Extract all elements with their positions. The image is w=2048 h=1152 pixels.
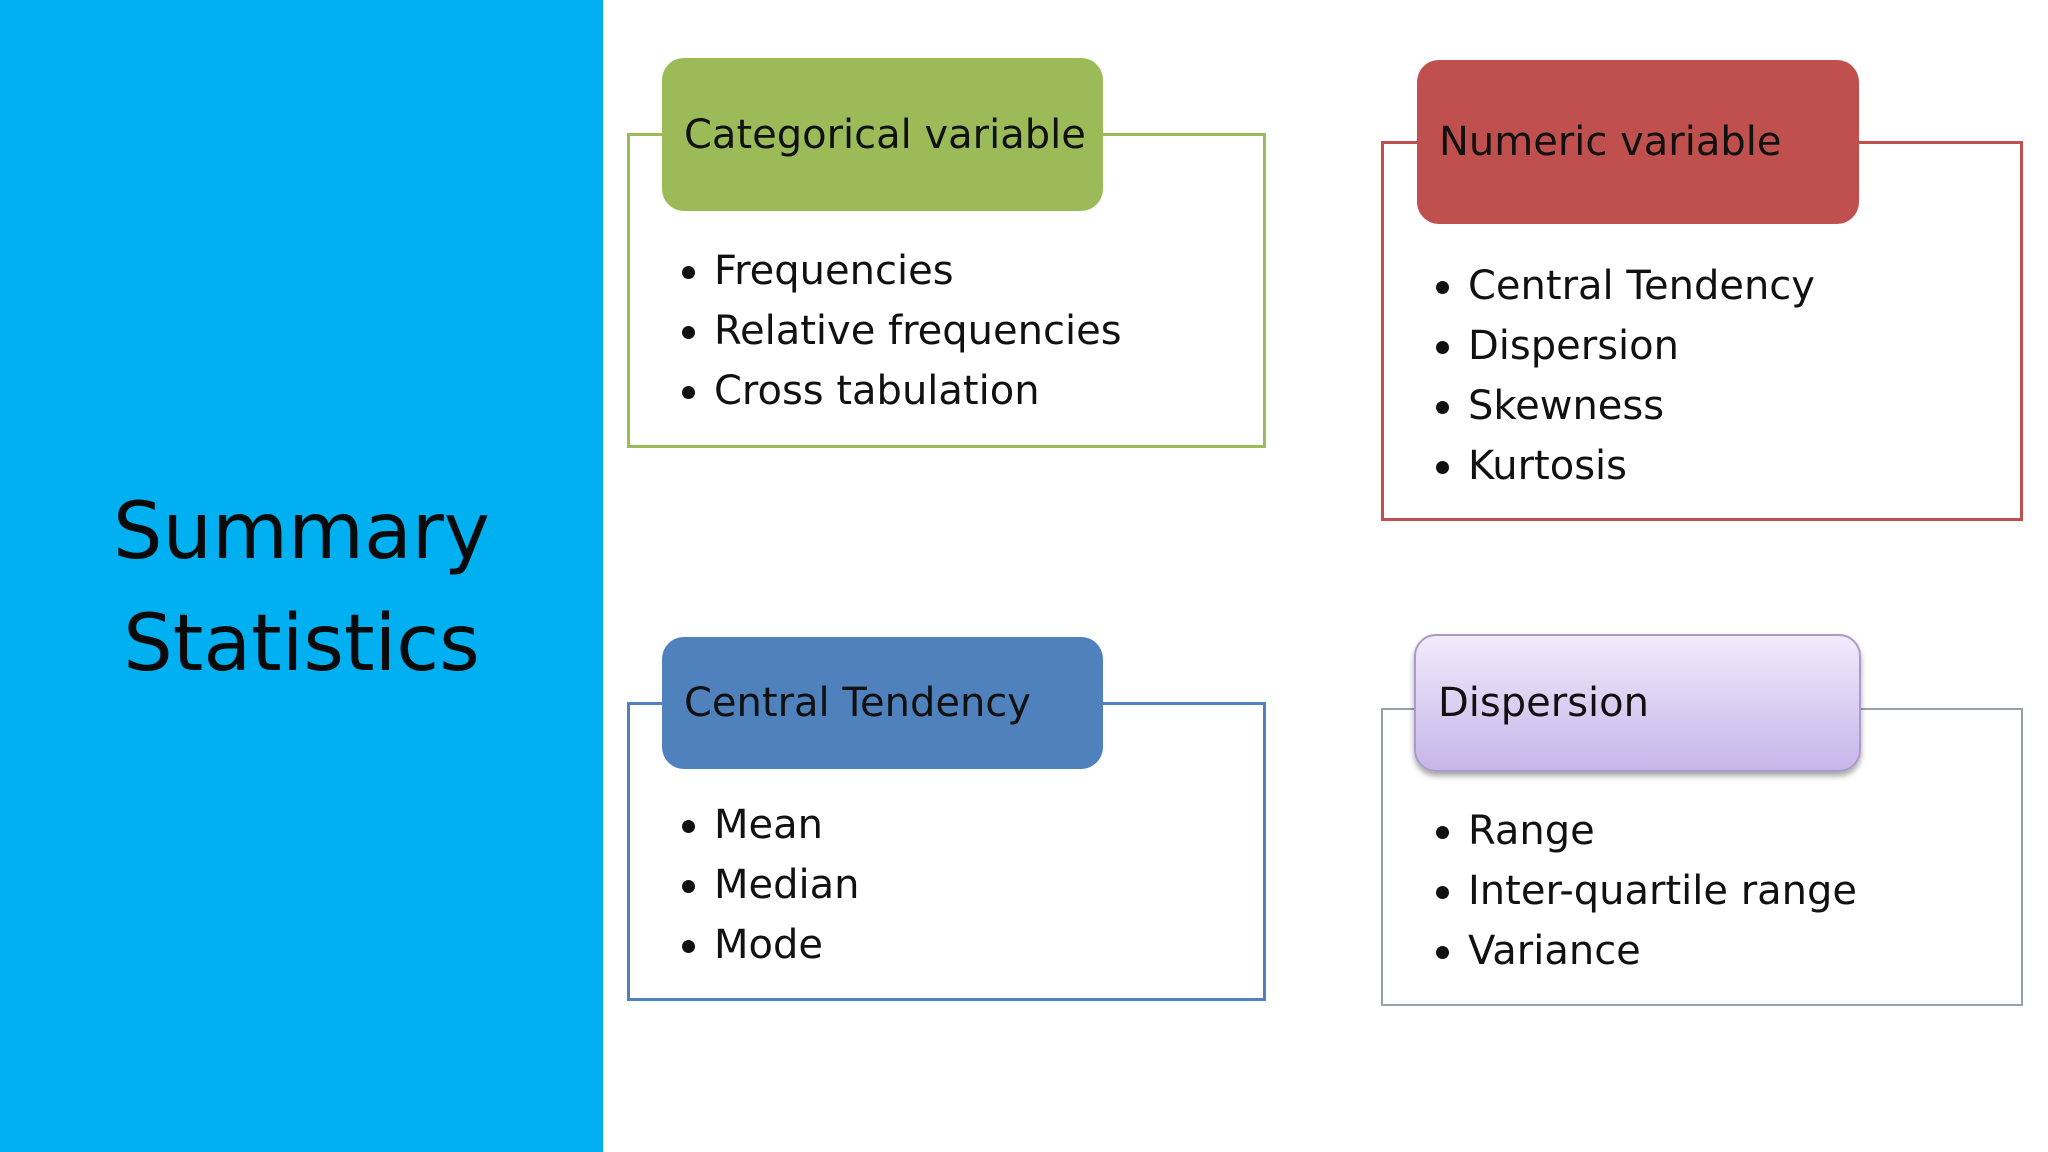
numeric-variable-header: Numeric variable <box>1417 60 1859 224</box>
dispersion-header: Dispersion <box>1414 634 1861 772</box>
list-item: Relative frequencies <box>680 301 1122 361</box>
slide-title: Summary Statistics <box>0 476 603 700</box>
list-item: Variance <box>1434 921 1857 981</box>
list-item: Frequencies <box>680 241 1122 301</box>
list-item: Mode <box>680 915 860 975</box>
list-item: Dispersion <box>1434 316 1815 376</box>
list-item: Skewness <box>1434 376 1815 436</box>
side-panel <box>0 0 603 1152</box>
list-item: Median <box>680 855 860 915</box>
list-item: Inter-quartile range <box>1434 861 1857 921</box>
categorical-variable-list: Frequencies Relative frequencies Cross t… <box>680 241 1122 421</box>
categorical-variable-header: Categorical variable <box>662 58 1103 211</box>
slide-title-line-2: Statistics <box>123 599 480 689</box>
list-item: Range <box>1434 801 1857 861</box>
list-item: Cross tabulation <box>680 361 1122 421</box>
central-tendency-list: Mean Median Mode <box>680 795 860 975</box>
slide-title-line-1: Summary <box>113 487 490 577</box>
list-item: Central Tendency <box>1434 256 1815 316</box>
central-tendency-header: Central Tendency <box>662 637 1103 769</box>
dispersion-list: Range Inter-quartile range Variance <box>1434 801 1857 981</box>
list-item: Kurtosis <box>1434 436 1815 496</box>
numeric-variable-list: Central Tendency Dispersion Skewness Kur… <box>1434 256 1815 496</box>
list-item: Mean <box>680 795 860 855</box>
